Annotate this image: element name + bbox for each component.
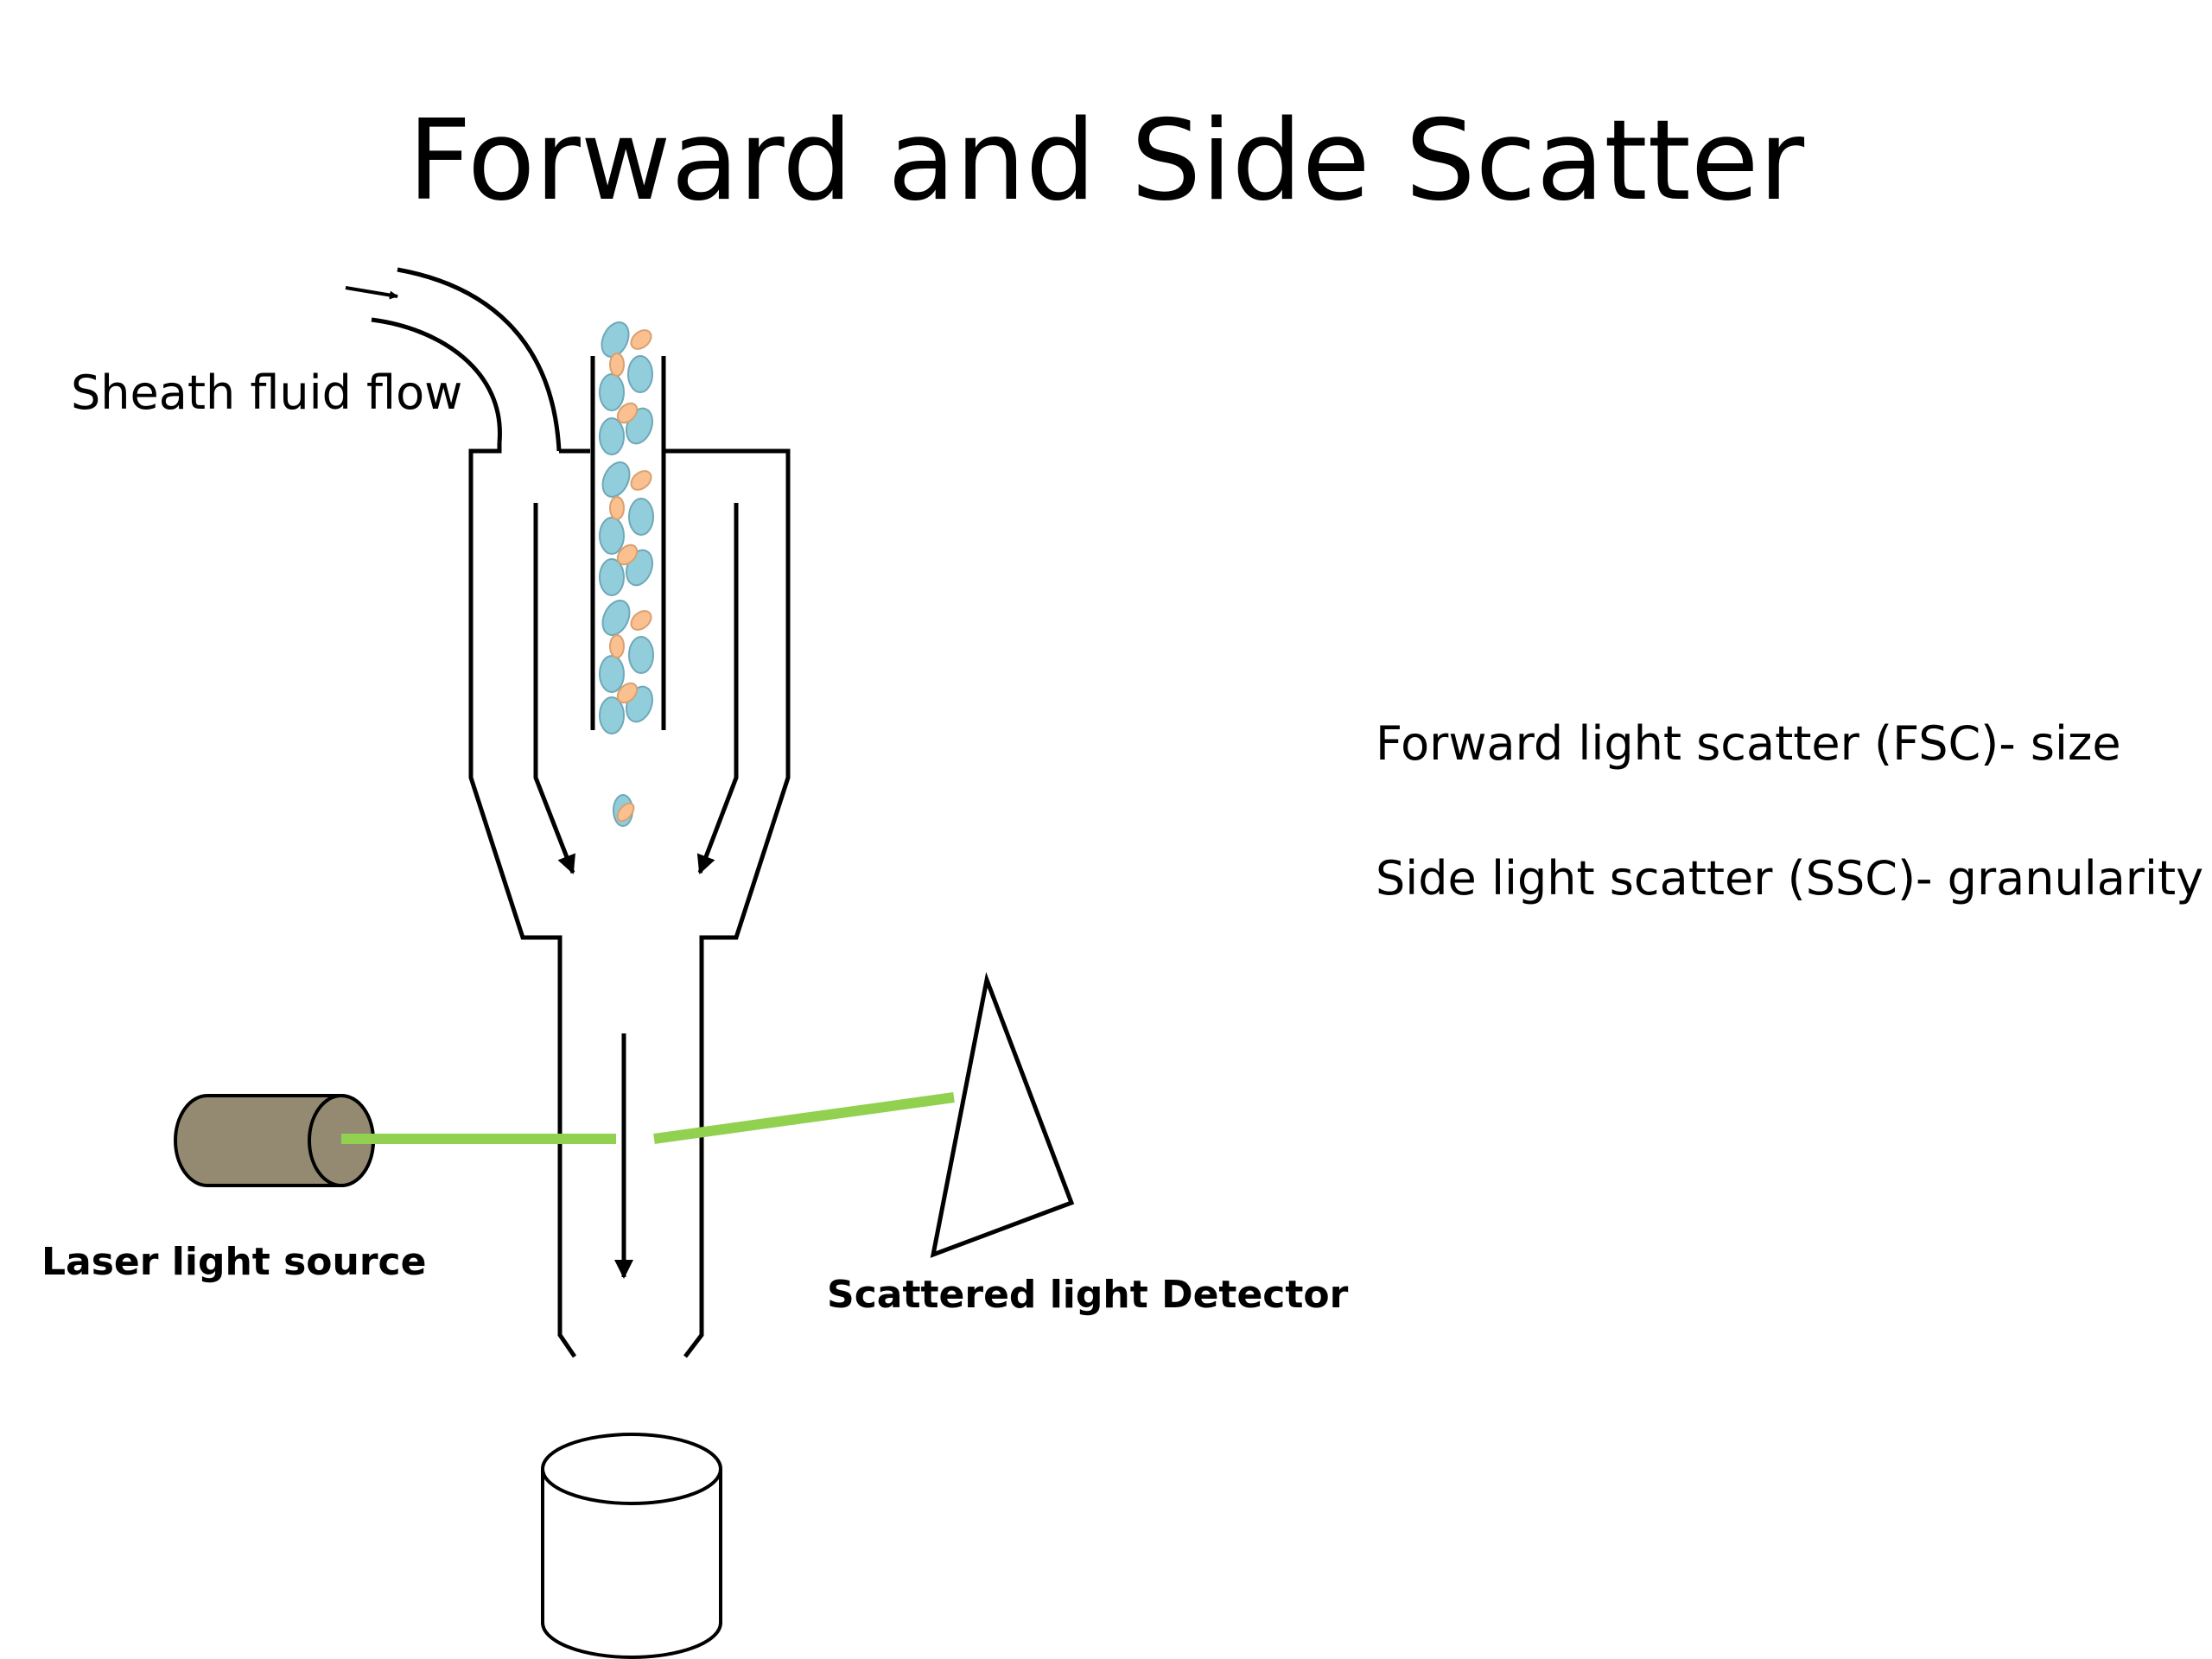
laser-source-icon [174,1094,375,1187]
sheath-inlet-tube [345,267,562,452]
laser-light-source-label: Laser light source [41,1240,427,1284]
small-cells [609,329,652,823]
inlet-arrow [345,286,398,300]
fsc-description: Forward light scatter (FSC)- size [1376,716,2121,771]
ssc-description: Side light scatter (SSC)- granularity [1376,851,2204,906]
scattered-beam [653,1092,955,1144]
cells-stream [599,321,654,827]
scattered-light-detector-label: Scattered light Detector [827,1273,1349,1317]
detector-icon [930,971,1075,1258]
sheath-fluid-flow-label: Sheath fluid flow [71,365,463,420]
left-flow-arrow [533,503,575,874]
laser-beam [341,1092,955,1144]
collection-tube-icon [541,1433,722,1659]
sheath-flow-arrows [533,503,739,1279]
slide-title: Forward and Side Scatter [407,97,1805,226]
right-flow-arrow [696,503,739,874]
flow-chamber [468,356,791,1358]
large-cells [599,321,654,827]
